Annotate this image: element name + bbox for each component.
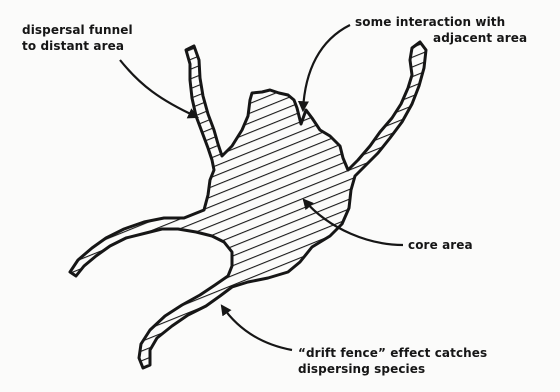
arrow-drift-fence: [222, 306, 292, 350]
label-drift-fence: “drift fence” effect catches dispersing …: [298, 345, 487, 377]
label-line: dispersing species: [298, 361, 487, 377]
label-line: dispersal funnel: [22, 22, 133, 38]
label-line: core area: [408, 237, 473, 253]
label-dispersal-funnel: dispersal funnel to distant area: [22, 22, 133, 54]
arrow-interaction: [303, 25, 350, 110]
label-core-area: core area: [408, 237, 473, 253]
habitat-patch: [70, 42, 426, 368]
label-line: to distant area: [22, 38, 133, 54]
arrow-dispersal-funnel: [120, 60, 197, 117]
label-line: adjacent area: [355, 30, 527, 46]
label-line: “drift fence” effect catches: [298, 345, 487, 361]
label-adjacent-interaction: some interaction with adjacent area: [355, 14, 527, 46]
label-line: some interaction with: [355, 14, 527, 30]
